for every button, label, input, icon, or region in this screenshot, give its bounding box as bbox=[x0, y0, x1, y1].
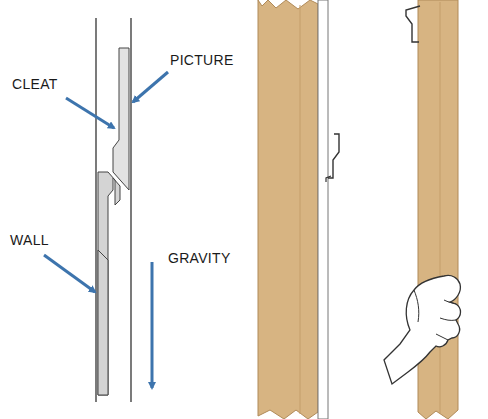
cleat-hook bbox=[328, 134, 339, 178]
board-edge bbox=[300, 5, 301, 414]
finger-lines bbox=[436, 300, 456, 340]
picture-back bbox=[130, 18, 131, 402]
leader-arrow bbox=[44, 255, 95, 292]
leader-arrow bbox=[66, 98, 114, 128]
wall-face bbox=[95, 18, 96, 402]
part-label: WALL bbox=[10, 232, 49, 248]
wall-cleat-lower bbox=[98, 250, 108, 395]
picture-back-panel bbox=[318, 0, 328, 419]
wall-cleat bbox=[98, 172, 120, 395]
part-label: GRAVITY bbox=[168, 250, 231, 266]
part-label: PICTURE bbox=[170, 52, 234, 68]
hand bbox=[384, 275, 461, 384]
gravity-arrow bbox=[151, 262, 154, 388]
leader-arrow bbox=[133, 72, 168, 102]
cleat-hook-lower bbox=[326, 176, 331, 182]
cleat-hook bbox=[406, 6, 420, 42]
part-label: CLEAT bbox=[12, 76, 58, 92]
picture-cleat bbox=[113, 48, 129, 190]
thumb-line bbox=[414, 290, 419, 322]
wall-board bbox=[258, 0, 318, 419]
board-edge bbox=[440, 2, 441, 414]
